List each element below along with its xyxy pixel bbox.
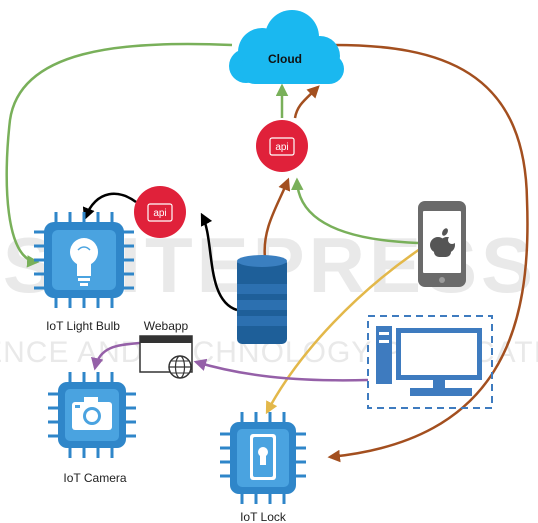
arrow-phone-to-lock xyxy=(265,247,421,415)
light-bulb-label: IoT Light Bulb xyxy=(46,319,120,333)
camera-chip: IoT Camera xyxy=(48,372,136,485)
light-bulb-chip: IoT Light Bulb xyxy=(34,212,134,333)
desktop-computer-icon xyxy=(376,326,482,396)
api-left-label: api xyxy=(153,208,166,219)
cloud-icon xyxy=(229,10,344,84)
camera-label: IoT Camera xyxy=(63,471,126,485)
smart-speaker-icon xyxy=(237,255,287,344)
webapp-label: Webapp xyxy=(144,319,189,333)
arrow-api-left-to-light-bulb xyxy=(82,192,137,221)
arrow-webapp-to-camera xyxy=(91,341,141,371)
light-bulb-icon xyxy=(70,238,98,286)
desktop-node xyxy=(367,315,493,409)
arrow-speaker-to-api xyxy=(263,177,291,259)
lock-icon xyxy=(250,434,276,480)
arrow-desktop-to-webapp xyxy=(193,358,369,382)
arrow-api-to-cloud-brown xyxy=(293,85,320,119)
arrow-speaker-to-api-left xyxy=(200,212,238,312)
webapp-node: Webapp xyxy=(139,319,193,379)
arrow-cloud-to-lock xyxy=(327,43,529,463)
lock-chip: IoT Lock xyxy=(220,412,306,523)
globe-icon xyxy=(168,355,192,379)
connections xyxy=(5,42,529,463)
arrow-phone-to-api xyxy=(291,177,419,245)
apple-phone-icon xyxy=(418,201,466,287)
camera-icon xyxy=(72,397,112,430)
arrow-cloud-to-light-bulb xyxy=(5,42,233,268)
api-left-node: api xyxy=(134,186,186,238)
lock-label: IoT Lock xyxy=(240,510,287,523)
cloud-label: Cloud xyxy=(268,52,302,66)
cloud-node: Cloud xyxy=(229,10,344,84)
api-top-node: api xyxy=(256,120,308,172)
api-top-label: api xyxy=(275,142,288,153)
